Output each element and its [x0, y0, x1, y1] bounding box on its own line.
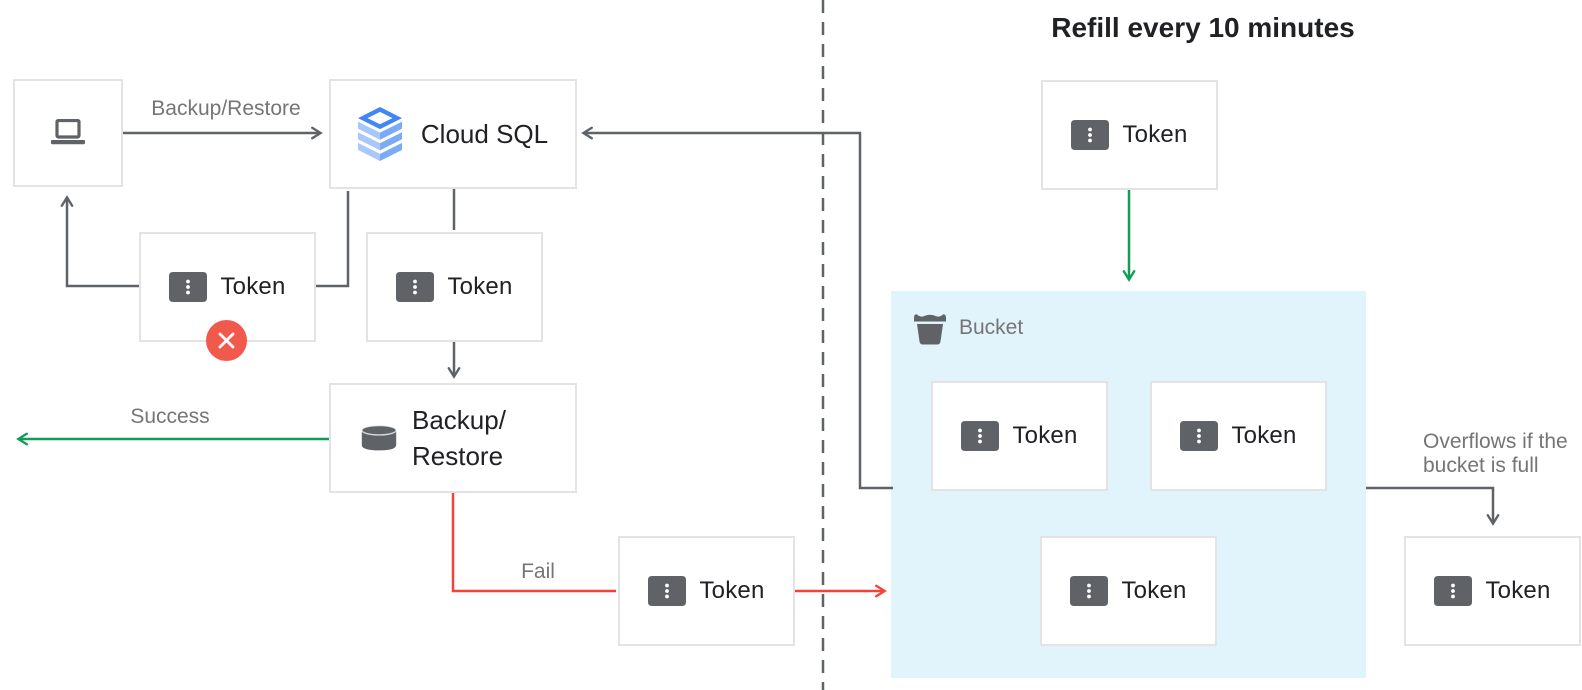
edge-label-backup-restore: Backup/Restore — [151, 97, 301, 120]
bucket-token-2: Token — [1150, 381, 1327, 491]
ticket-icon — [1071, 120, 1110, 150]
ticket-icon — [1070, 576, 1109, 606]
token-label: Token — [1231, 422, 1297, 449]
edge-label-fail: Fail — [521, 560, 555, 583]
edge-rejected-token-to-cloudsql — [316, 191, 350, 288]
backup-restore-label: Backup/ Restore — [412, 405, 506, 471]
bucket-token-3: Token — [1040, 536, 1217, 646]
laptop-icon — [51, 119, 85, 145]
cloud-sql-label: Cloud SQL — [420, 118, 549, 149]
request-token-node: Token — [366, 232, 543, 342]
bucket-token-1: Token — [931, 381, 1108, 491]
client-node — [13, 79, 123, 187]
ticket-icon — [169, 272, 208, 302]
refill-token-node: Token — [1041, 80, 1218, 190]
token-label: Token — [1122, 121, 1188, 148]
edge-label-success: Success — [130, 405, 210, 428]
token-label: Token — [1121, 577, 1187, 604]
bucket-header: Bucket — [912, 311, 1023, 345]
failed-token-node: Token — [618, 536, 795, 646]
overflow-path — [1366, 486, 1500, 526]
token-label: Token — [1012, 422, 1078, 449]
edge-label-overflow: Overflows if the bucket is full — [1423, 430, 1568, 477]
ticket-icon — [1434, 576, 1473, 606]
refill-title: Refill every 10 minutes — [1051, 12, 1355, 43]
cloud-sql-node: Cloud SQL — [329, 79, 577, 189]
token-label: Token — [699, 577, 765, 604]
token-label: Token — [447, 273, 513, 300]
token-label: Token — [220, 273, 286, 300]
close-icon — [206, 320, 247, 361]
ticket-icon — [961, 421, 1000, 451]
database-icon — [361, 425, 397, 451]
backup-restore-node: Backup/ Restore — [329, 383, 577, 493]
token-label: Token — [1485, 577, 1551, 604]
bucket-icon — [914, 314, 946, 345]
ticket-icon — [1180, 421, 1219, 451]
edge-bucket-to-cloudsql — [581, 126, 893, 490]
cloud-sql-icon — [357, 107, 402, 161]
overflow-token-node: Token — [1404, 536, 1581, 646]
ticket-icon — [396, 272, 435, 302]
edge-token-to-client — [60, 195, 139, 288]
ticket-icon — [648, 576, 687, 606]
bucket-label: Bucket — [959, 316, 1024, 339]
